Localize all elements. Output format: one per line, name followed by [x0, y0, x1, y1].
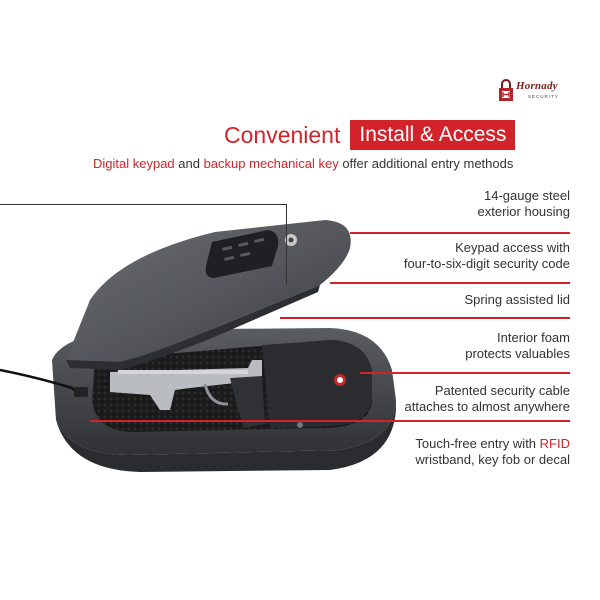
feature-cable: Patented security cable attaches to almo… [405, 383, 570, 415]
feature-keypad-line1: Keypad access with [455, 240, 570, 255]
feature-keypad-line2: four-to-six-digit security code [403, 256, 570, 271]
leader-steel [350, 232, 570, 234]
feature-foam: Interior foam protects valuables [465, 330, 570, 362]
feature-rfid-line1: Touch-free entry with RFID [415, 436, 570, 452]
feature-lid: Spring assisted lid [465, 292, 571, 308]
leader-cable [90, 420, 570, 422]
feature-rfid: Touch-free entry with RFID wristband, ke… [415, 436, 570, 468]
leader-keypad [330, 282, 570, 284]
feature-steel-line1: 14-gauge steel [483, 188, 570, 203]
leader-foam [360, 372, 570, 374]
feature-rfid-line2: wristband, key fob or decal [415, 452, 570, 467]
brand-name: Hornady [516, 80, 558, 92]
padlock-logo-icon [499, 79, 513, 101]
subheadline: Digital keypad and backup mechanical key… [93, 156, 513, 171]
feature-foam-line1: Interior foam [497, 330, 570, 345]
feature-lid-line1: Spring assisted lid [464, 292, 571, 307]
feature-cable-line2: attaches to almost anywhere [404, 399, 570, 414]
sub-red1: Digital keypad [93, 156, 175, 171]
headline-part1: Convenient [224, 121, 341, 148]
sub-text1: and [174, 156, 204, 171]
sub-text2: offer additional entry methods [338, 156, 514, 171]
feature-rfid-pre: Touch-free entry with [415, 436, 540, 451]
brand-sub: SECURITY [528, 94, 559, 99]
feature-steel-line2: exterior housing [477, 204, 571, 219]
frame-line-right [286, 204, 287, 284]
hornady-logo: Hornady SECURITY [498, 78, 578, 106]
feature-rfid-red: RFID [539, 436, 570, 451]
frame-line-top [0, 204, 286, 205]
headline: Convenient Install & Access [224, 118, 516, 152]
feature-foam-line2: protects valuables [465, 346, 570, 361]
feature-keypad: Keypad access with four-to-six-digit sec… [404, 240, 570, 272]
feature-steel: 14-gauge steel exterior housing [478, 188, 571, 220]
leader-lid [280, 317, 570, 319]
headline-part2: Install & Access [350, 120, 516, 150]
sub-red2: backup mechanical key [203, 156, 339, 171]
feature-cable-line1: Patented security cable [434, 383, 570, 398]
